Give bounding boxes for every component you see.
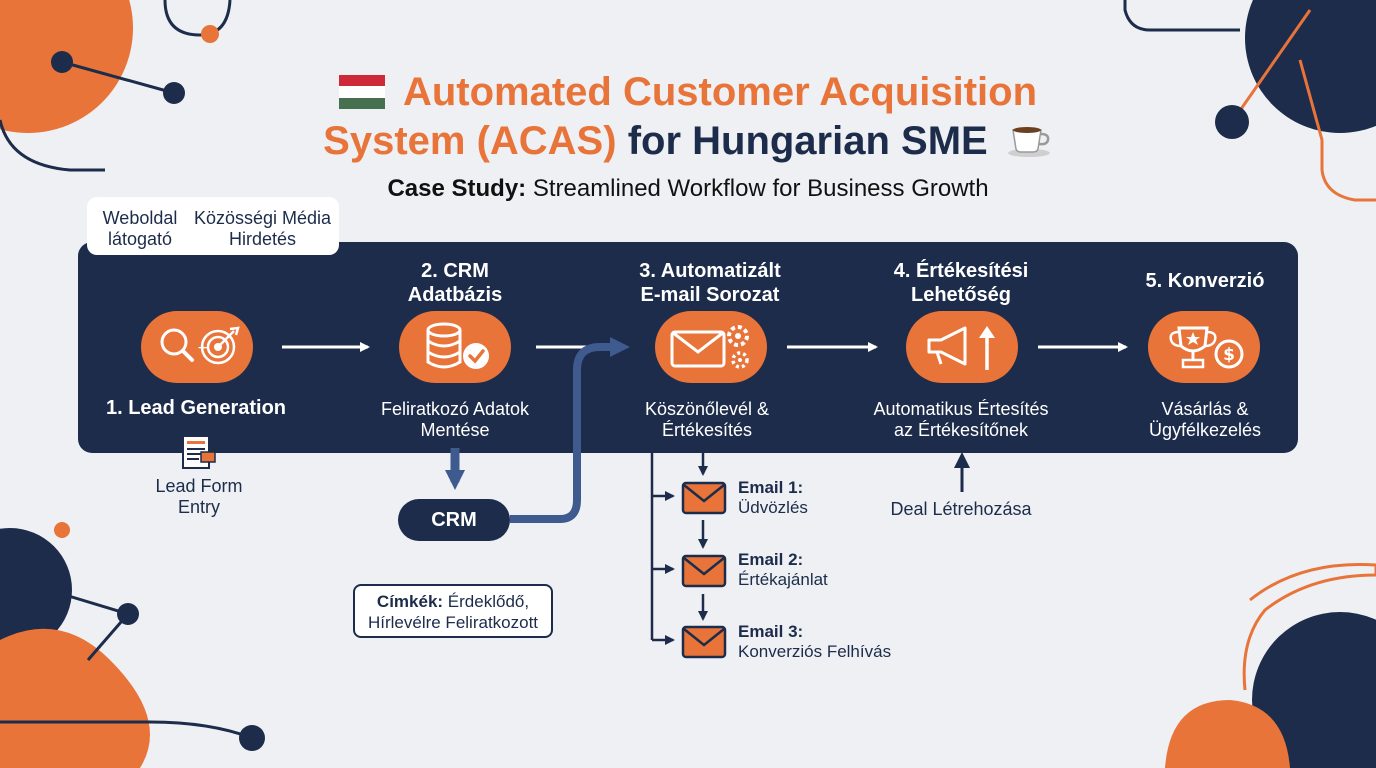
decor-blob-bottom-right-navy	[1252, 612, 1376, 768]
decor-line	[1123, 0, 1240, 32]
decor-line	[61, 60, 175, 95]
crm-pill: CRM	[398, 499, 510, 541]
trophy-coin-icon: $	[1169, 326, 1244, 369]
tags-box: Címkék: Érdeklődő, Hírlevélre Feliratkoz…	[353, 584, 553, 638]
magnifier-target-icon: +	[160, 326, 240, 365]
title-acronym: System (ACAS)	[323, 119, 617, 163]
decor-line	[1298, 59, 1376, 202]
step-4-icon-pill	[906, 311, 1018, 383]
arrow-crm-to-email	[510, 337, 630, 523]
hungary-flag-icon	[338, 75, 385, 109]
svg-text:$: $	[1223, 345, 1235, 365]
database-check-icon	[426, 322, 489, 369]
page-title-line-1: Automated Customer Acquisition	[0, 68, 1376, 116]
tags-label: Címkék:	[376, 592, 444, 611]
email-1-label: Email 1: Üdvözlés	[738, 478, 808, 518]
step-3-description: Köszönőlevél & Értékesítés	[644, 399, 770, 440]
source-website-label: Weboldal látogató	[102, 208, 178, 249]
email-3-envelope-icon	[681, 625, 727, 659]
megaphone-arrow-icon	[927, 326, 995, 370]
arrow-social-to-lead	[230, 262, 260, 303]
step-3-title: 3. Automatizált E-mail Sorozat	[639, 260, 781, 306]
step-4-title: 4. Értékesítési Lehetőség	[893, 260, 1029, 306]
lead-form-icon	[182, 435, 216, 469]
step-1-icon-pill: +	[141, 311, 253, 383]
email-1-envelope-icon	[681, 481, 727, 515]
page-title-line-2: System (ACAS) for Hungarian SME	[0, 117, 1376, 165]
email-2-title: Email 2:	[738, 550, 804, 569]
decor-line	[163, 0, 232, 37]
decor-dot	[1215, 105, 1249, 139]
subtitle: Case Study: Streamlined Workflow for Bus…	[0, 175, 1376, 203]
decor-dot	[54, 522, 70, 538]
step-5-icon-pill: $	[1148, 311, 1260, 383]
step-2-description: Feliratkozó Adatok Mentése	[380, 399, 530, 440]
decor-blob-bottom-left-navy	[0, 528, 72, 652]
decor-blob-bottom-right-orange	[1165, 700, 1290, 768]
subtitle-label: Case Study:	[387, 175, 527, 202]
step-2-icon-pill	[399, 311, 511, 383]
decor-dot	[117, 603, 139, 625]
email-1-title: Email 1:	[738, 478, 804, 497]
email-2-text: Értékajánlat	[738, 570, 828, 589]
decor-dot	[201, 25, 219, 43]
coffee-cup-icon	[1007, 127, 1050, 157]
decor-line	[1230, 9, 1312, 123]
email-1-text: Üdvözlés	[738, 498, 808, 517]
source-social-label: Közösségi Média Hirdetés	[193, 208, 332, 249]
email-3-title: Email 3:	[738, 622, 804, 641]
decor-blob-bottom-left-orange	[0, 628, 150, 768]
decor-line	[1242, 562, 1376, 691]
decor-dot	[51, 51, 73, 73]
traffic-sources-callout	[87, 197, 339, 255]
subtitle-text: Streamlined Workflow for Business Growth	[532, 175, 989, 202]
title-suffix: for Hungarian SME	[627, 119, 988, 163]
decor-dot	[163, 82, 185, 104]
step-5-title: 5. Konverzió	[1145, 270, 1265, 292]
lead-form-label: Lead Form Entry	[155, 476, 243, 517]
decor-line	[0, 119, 105, 172]
email-2-envelope-icon	[681, 554, 727, 588]
deal-creation-label: Deal Létrehozása	[890, 499, 1032, 519]
title-text: Automated Customer Acquisition	[402, 70, 1038, 114]
decor-line	[61, 592, 129, 616]
step-4-description: Automatikus Értesítés az Értékesítőnek	[873, 399, 1049, 440]
decor-blob-top-right	[1245, 0, 1376, 133]
step-2-title: 2. CRM Adatbázis	[407, 260, 503, 306]
step-1-title: 1. Lead Generation	[105, 397, 287, 419]
step-3-icon-pill	[655, 311, 767, 383]
tags-values: Érdeklődő, Hírlevélre Feliratkozott	[367, 592, 539, 632]
email-3-text: Konverziós Felhívás	[738, 642, 892, 661]
email-3-label: Email 3: Konverziós Felhívás	[738, 622, 891, 662]
envelope-gears-icon	[670, 325, 749, 369]
step-5-description: Vásárlás & Ügyfélkezelés	[1148, 399, 1262, 440]
decor-dot	[239, 725, 265, 751]
arrow-website-to-lead	[146, 261, 178, 302]
email-2-label: Email 2: Értékajánlat	[738, 550, 828, 590]
